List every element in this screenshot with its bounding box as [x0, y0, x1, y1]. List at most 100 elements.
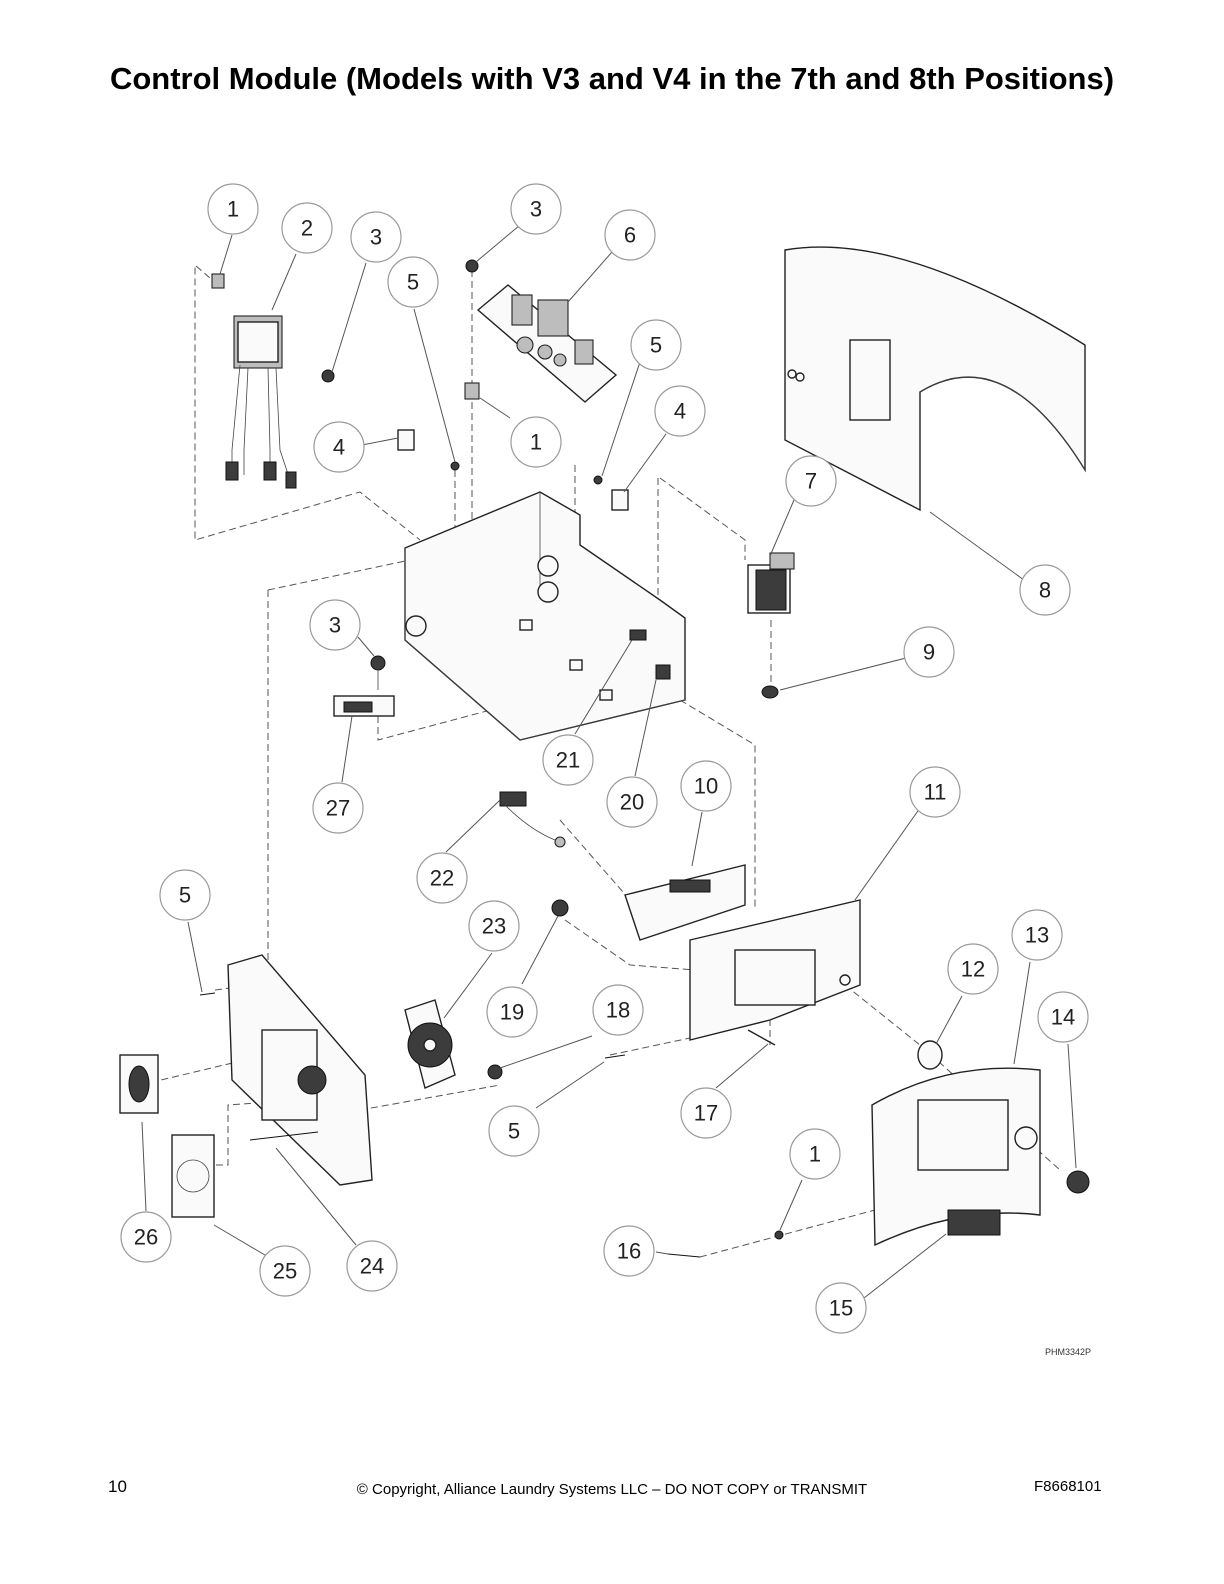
bracket-part	[397, 429, 415, 451]
callout-number: 16	[617, 1239, 641, 1264]
callout-circle	[604, 209, 656, 261]
callout-number: 4	[333, 435, 345, 460]
callout-4: 4	[313, 421, 365, 473]
callout-number: 22	[430, 866, 454, 891]
callout-circle	[312, 782, 364, 834]
callout-1: 1	[510, 416, 562, 468]
callout-3: 3	[350, 211, 402, 263]
callout-circle	[486, 986, 538, 1038]
circuit-board-part	[476, 284, 618, 403]
callout-number: 19	[500, 1000, 524, 1025]
callout-circle	[1037, 991, 1089, 1043]
washer-part	[917, 1040, 943, 1070]
callout-10: 10	[680, 760, 732, 812]
screw-part	[450, 461, 460, 471]
grommet-part	[551, 899, 569, 917]
callout-5: 5	[630, 319, 682, 371]
callout-27: 27	[312, 782, 364, 834]
callout-circle	[785, 455, 837, 507]
callout-circle	[542, 734, 594, 786]
callout-number: 9	[923, 640, 935, 665]
callout-7: 7	[785, 455, 837, 507]
nut-part	[487, 1064, 503, 1080]
clip-part	[774, 1230, 784, 1240]
callout-number: 1	[227, 197, 239, 222]
callout-18: 18	[592, 984, 644, 1036]
callout-circle	[1019, 564, 1071, 616]
screw-part	[199, 992, 216, 996]
callout-circle	[468, 900, 520, 952]
callout-number: 18	[606, 998, 630, 1023]
clip-part	[211, 273, 225, 289]
callout-circle	[903, 626, 955, 678]
copyright-notice: © Copyright, Alliance Laundry Systems LL…	[356, 1481, 868, 1498]
callout-circle	[789, 1128, 841, 1180]
callout-25: 25	[259, 1245, 311, 1297]
callout-13: 13	[1011, 909, 1063, 961]
callout-3: 3	[309, 599, 361, 651]
back-panel-part	[227, 954, 373, 1186]
callout-number: 12	[961, 957, 985, 982]
callout-circle	[510, 183, 562, 235]
callout-circle	[207, 183, 259, 235]
callout-4: 4	[654, 385, 706, 437]
fan-part	[404, 999, 456, 1089]
callout-number: 5	[179, 883, 191, 908]
screw-part	[604, 1054, 626, 1059]
callout-number: 13	[1025, 923, 1049, 948]
callout-number: 2	[301, 216, 313, 241]
callout-number: 17	[694, 1101, 718, 1126]
callout-number: 3	[329, 613, 341, 638]
front-bezel-part	[871, 1067, 1041, 1247]
document-number: F8668101	[1034, 1478, 1102, 1495]
callout-circle	[159, 869, 211, 921]
clip-part	[464, 382, 480, 400]
callout-number: 11	[924, 780, 947, 805]
fan-guard-part	[171, 1134, 215, 1218]
callout-16: 16	[603, 1225, 655, 1277]
callout-number: 23	[482, 914, 506, 939]
page-title: Control Module (Models with V3 and V4 in…	[109, 61, 1115, 96]
pin-part	[747, 1029, 776, 1046]
cover-part	[784, 246, 1086, 512]
callout-circle	[281, 202, 333, 254]
callout-number: 7	[805, 469, 817, 494]
callout-number: 3	[370, 225, 382, 250]
callout-number: 21	[556, 748, 580, 773]
callout-number: 10	[694, 774, 718, 799]
callout-26: 26	[120, 1211, 172, 1263]
callout-number: 15	[829, 1296, 853, 1321]
parts	[119, 246, 1090, 1258]
callout-circle	[346, 1240, 398, 1292]
callout-12: 12	[947, 943, 999, 995]
callout-11: 11	[909, 766, 961, 818]
sensor-cable-part	[499, 791, 566, 848]
callout-circle	[909, 766, 961, 818]
callout-circle	[350, 211, 402, 263]
callout-24: 24	[346, 1240, 398, 1292]
callout-5: 5	[159, 869, 211, 921]
leader-lines	[141, 224, 1077, 1299]
callout-17: 17	[680, 1087, 732, 1139]
callout-circle	[309, 599, 361, 651]
screw-part	[593, 475, 603, 485]
callout-circle	[259, 1245, 311, 1297]
callout-circle	[313, 421, 365, 473]
relay-part	[747, 552, 795, 614]
callout-23: 23	[468, 900, 520, 952]
callout-number: 1	[809, 1142, 821, 1167]
callout-circle	[387, 256, 439, 308]
callout-circle	[1011, 909, 1063, 961]
callout-circle	[592, 984, 644, 1036]
figure-code: PHM3342P	[1045, 1347, 1092, 1357]
knob-part	[1066, 1170, 1090, 1194]
callout-circle	[680, 1087, 732, 1139]
callout-15: 15	[815, 1282, 867, 1334]
screw-part	[249, 1131, 319, 1141]
gasket-part	[119, 1054, 159, 1114]
callout-circle	[603, 1225, 655, 1277]
callout-circle	[947, 943, 999, 995]
callout-number: 1	[530, 430, 542, 455]
callout-circle	[680, 760, 732, 812]
callout-20: 20	[606, 776, 658, 828]
